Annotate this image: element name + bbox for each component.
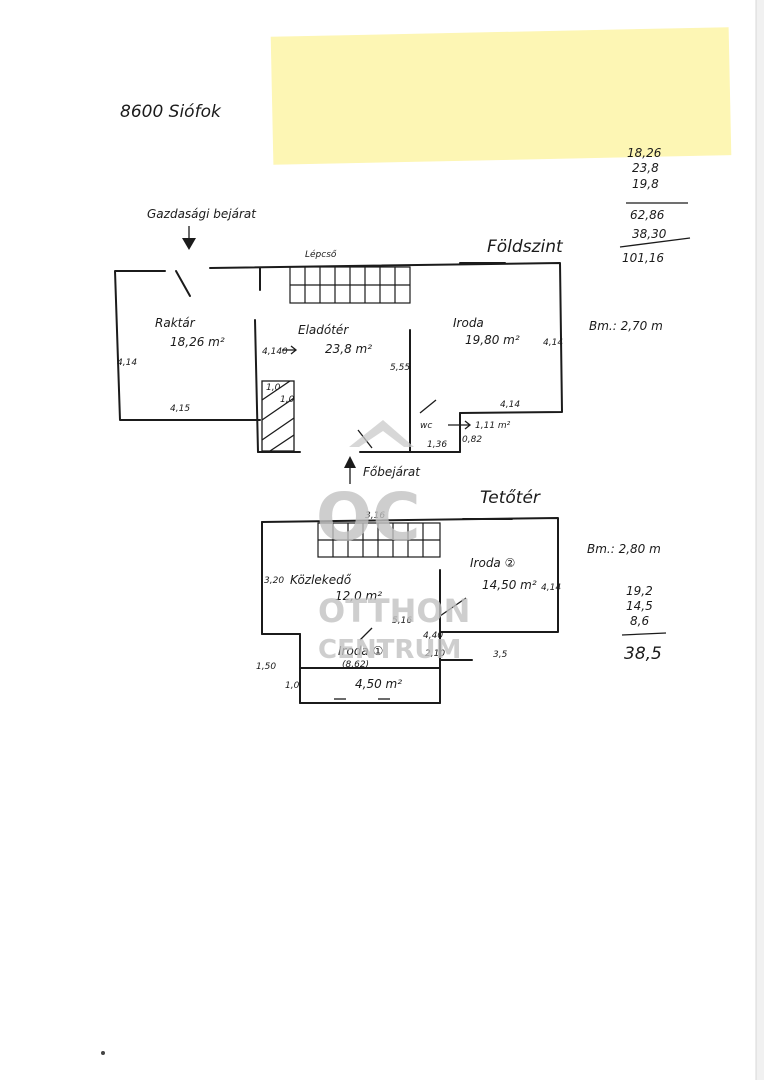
- dim-office-width: 4,14: [500, 400, 520, 410]
- dim-storage-height: 4,14: [117, 358, 137, 368]
- attic-floor-sum: 19,2 14,5 8,6 38,5: [621, 584, 667, 664]
- room-area-office-1: 4,50 m²: [355, 677, 402, 691]
- paper-edge: [756, 0, 764, 1080]
- gf-sum-item-2: 23,8: [632, 161, 659, 175]
- ground-floor-walls: [114, 262, 563, 453]
- gf-sum-addend: 38,30: [632, 227, 667, 241]
- room-name-office-2: Iroda ②: [470, 556, 515, 570]
- dim-sales-right: 5,55: [390, 363, 410, 373]
- sales-arrow-icon: [282, 345, 298, 355]
- dim-attic-left: 3,20: [264, 576, 284, 586]
- dim-stair-b: 1,0: [280, 395, 295, 405]
- gf-sum-total: 101,16: [622, 251, 664, 265]
- room-area-office: 19,80 m²: [465, 333, 520, 347]
- watermark-line-2: CENTRUM: [318, 635, 461, 665]
- dim-sales-left: 4,140: [262, 347, 288, 357]
- gf-sum-subtotal: 62,86: [630, 208, 665, 222]
- ground-floor-staircase: [289, 266, 411, 304]
- attic-floor-height: Bm.: 2,80 m: [587, 542, 661, 556]
- stairs-label: Lépcső: [305, 249, 337, 260]
- room-area-office-2: 14,50 m²: [482, 578, 537, 592]
- dim-attic-d: 1,0: [285, 681, 300, 691]
- wc-arrow-icon: [448, 420, 472, 430]
- af-sum-total: 38,5: [624, 644, 662, 664]
- room-name-storage: Raktár: [155, 316, 196, 330]
- room-name-wc: wc: [420, 421, 432, 431]
- watermark-logo: OC: [316, 479, 421, 556]
- attic-floor-title: Tetőtér: [480, 488, 541, 508]
- dim-office2-width: 3,5: [493, 650, 508, 660]
- economic-entrance-arrow-icon: [182, 226, 196, 250]
- attic-floor-walls: [261, 517, 559, 704]
- dim-wc-width: 1,36: [427, 440, 447, 450]
- af-sum-item-3: 8,6: [630, 614, 649, 628]
- af-sum-item-1: 19,2: [626, 584, 653, 598]
- dim-wc-depth: 0,82: [462, 435, 482, 445]
- dim-attic-stair: 3,16: [365, 511, 385, 521]
- room-name-corridor: Közlekedő: [290, 573, 352, 587]
- dim-storage-width: 4,15: [170, 404, 190, 414]
- af-sum-item-2: 14,5: [626, 599, 653, 613]
- ground-floor-sum: 18,26 23,8 19,8 62,86 38,30 101,16: [619, 146, 691, 265]
- attic-staircase: [317, 522, 441, 558]
- room-name-office: Iroda: [453, 316, 484, 330]
- room-area-corridor: 12,0 m²: [335, 589, 382, 603]
- dim-attic-c: 1,50: [256, 662, 276, 672]
- dim-stair-a: 1,0: [266, 383, 281, 393]
- economic-entrance-label: Gazdasági bejárat: [147, 207, 257, 221]
- speck: [101, 1051, 105, 1055]
- address-label: 8600 Siófok: [120, 102, 222, 122]
- room-area-sales: 23,8 m²: [325, 342, 372, 356]
- dim-attic-b: 2,10: [425, 649, 445, 659]
- ground-floor-height: Bm.: 2,70 m: [589, 319, 663, 333]
- room-extra-office-1: (8,62): [342, 660, 369, 670]
- sticky-note: [270, 27, 732, 165]
- otthon-centrum-watermark: OC OTTHON CENTRUM: [316, 420, 470, 665]
- dim-office-height: 4,14: [543, 338, 563, 348]
- room-area-storage: 18,26 m²: [170, 335, 225, 349]
- ground-floor-title: Földszint: [487, 237, 564, 257]
- dim-attic-right: 4,14: [541, 583, 561, 593]
- dim-attic-a: 4,40: [423, 631, 443, 641]
- room-name-sales: Eladótér: [298, 323, 349, 337]
- gf-sum-item-3: 19,8: [632, 177, 659, 191]
- room-name-office-1: Iroda ①: [338, 644, 383, 658]
- watermark-line-1: OTTHON: [318, 592, 470, 630]
- main-entrance-arrow-icon: [344, 456, 356, 484]
- dim-corridor-width: 5,16: [392, 616, 412, 626]
- gf-sum-item-1: 18,26: [627, 146, 662, 160]
- room-area-wc: 1,11 m²: [475, 421, 511, 431]
- main-entrance-label: Főbejárat: [363, 465, 421, 479]
